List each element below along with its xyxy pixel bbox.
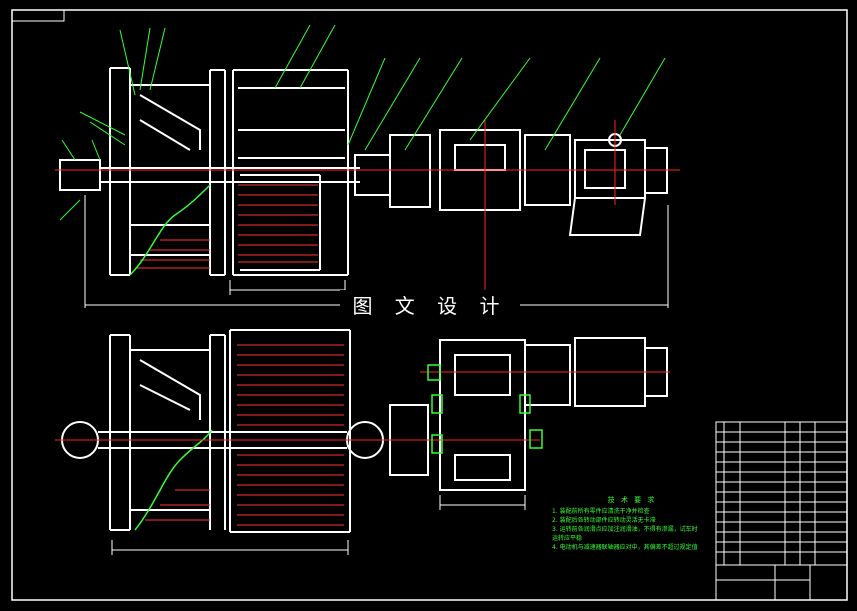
- tech-note-line: 1. 装配前所有零件应清洗干净并检查: [552, 508, 650, 515]
- gearbox-dimension: [439, 495, 526, 510]
- drum-dimension: [229, 280, 346, 295]
- bottom-hatch: [145, 344, 344, 526]
- tech-note-line: 运转应平稳: [552, 535, 583, 542]
- title-block-corner: [11, 9, 65, 22]
- bottom-section-curve: [134, 429, 213, 531]
- tech-note-line: 3. 运转前各润滑点应加注润滑油，不得有渗漏，试车时: [552, 526, 698, 533]
- technical-requirements: 技 术 要 求 1. 装配前所有零件应清洗干净并检查 2. 装配后各转动部件应转…: [552, 496, 712, 552]
- technical-requirements-title: 技 术 要 求: [607, 496, 657, 504]
- bottom-dimension: [111, 540, 349, 555]
- drawing-border: [11, 9, 848, 601]
- section-break-curve: [129, 184, 211, 276]
- watermark-text: 图 文 设 计: [340, 290, 520, 322]
- top-hatch: [135, 184, 318, 269]
- tech-note-line: 2. 装配后各转动部件应转动灵活无卡滞: [552, 517, 656, 524]
- tech-note-line: 4. 电动机与减速器联轴器应对中，其偏差不超过规定值: [552, 544, 698, 551]
- bottom-view: [61, 329, 668, 533]
- bottom-green-details: [427, 364, 543, 454]
- parts-list: [715, 421, 848, 601]
- top-view: [59, 67, 668, 276]
- top-leader-lines: [59, 24, 666, 221]
